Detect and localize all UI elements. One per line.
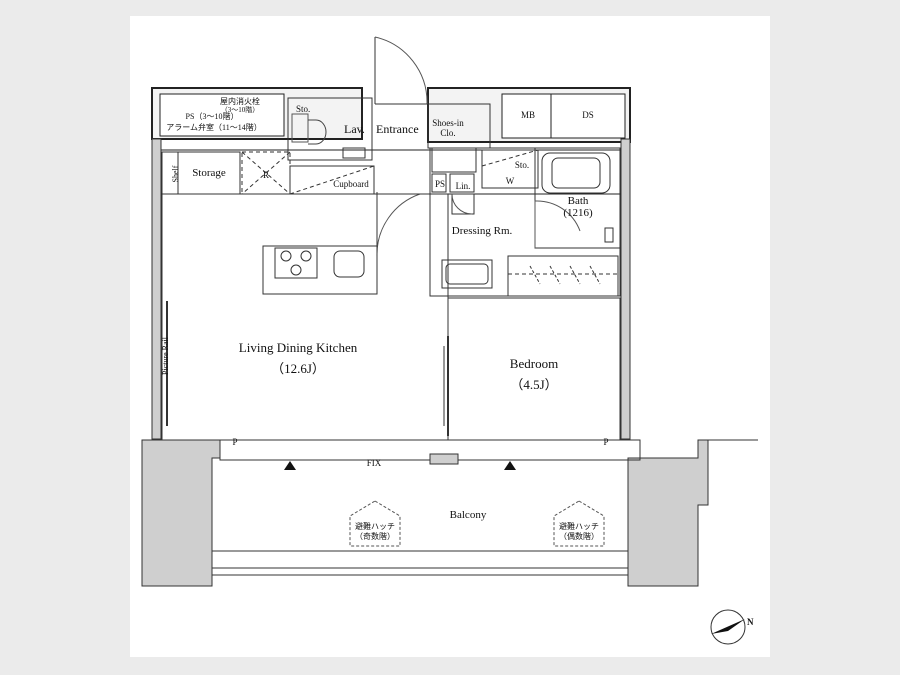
storage-label: Storage — [192, 167, 226, 179]
ds-label: DS — [582, 110, 594, 120]
bedroom-size-label: （4.5J） — [510, 377, 557, 392]
exterior-walls — [151, 87, 631, 440]
cupboard-label: Cupboard — [333, 179, 369, 189]
ldk-label: Living Dining Kitchen — [239, 340, 358, 355]
pipe-right-label: P — [603, 437, 608, 447]
dressing-bath — [429, 147, 621, 297]
shoes-in-label: Shoes-in — [432, 118, 464, 128]
balcony-walls — [141, 439, 758, 587]
floor-plan-sheet: 屋内消火栓 （3～10階） PS（3～10階） アラーム弁室（11～14階） S… — [130, 16, 770, 657]
shelf-label: Shelf — [171, 165, 180, 182]
picture-rail-label: Picture Rail — [161, 336, 170, 375]
hatch-left-floors-label: （奇数階） — [355, 531, 395, 541]
balcony-label: Balcony — [450, 509, 487, 521]
ps-main-label: PS（3～10階） — [186, 111, 239, 121]
linen-label: Lin. — [456, 181, 471, 191]
dressing-room-label: Dressing Rm. — [452, 225, 513, 237]
north-arrow — [710, 609, 746, 645]
shoes-in-clo-label: Clo. — [440, 128, 455, 138]
washer-label: W — [506, 176, 515, 186]
entrance-door — [374, 36, 428, 257]
ps-hydrant-label: 屋内消火栓 — [220, 96, 260, 106]
sto-lav-label: Sto. — [296, 104, 310, 114]
floor-plan-drawing: 屋内消火栓 （3～10階） PS（3～10階） アラーム弁室（11～14階） S… — [141, 36, 758, 645]
entrance-label: Entrance — [376, 122, 419, 136]
ps-small-label: PS — [435, 179, 445, 189]
bedroom-label: Bedroom — [510, 356, 558, 371]
ldk-size-label: （12.6J） — [271, 361, 325, 376]
lavatory — [287, 97, 373, 161]
lav-label: Lav. — [344, 122, 365, 136]
hatch-right-label: 避難ハッチ — [559, 521, 599, 531]
ps-hydrant-floors-label: （3～10階） — [221, 105, 260, 114]
refrigerator-label: R — [263, 170, 269, 180]
sto-dressing-label: Sto. — [515, 160, 529, 170]
bath-label: Bath — [568, 195, 589, 207]
hatch-left-label: 避難ハッチ — [355, 521, 395, 531]
north-label: N — [747, 617, 754, 627]
bath-size-label: (1216) — [563, 207, 593, 219]
hatch-right-floors-label: （偶数階） — [559, 531, 599, 541]
mb-label: MB — [521, 110, 535, 120]
fix-window-label: FIX — [367, 458, 382, 468]
ps-alarm-label: アラーム弁室（11～14階） — [166, 122, 261, 132]
pipe-left-label: P — [232, 437, 237, 447]
ldk-room — [161, 193, 449, 441]
